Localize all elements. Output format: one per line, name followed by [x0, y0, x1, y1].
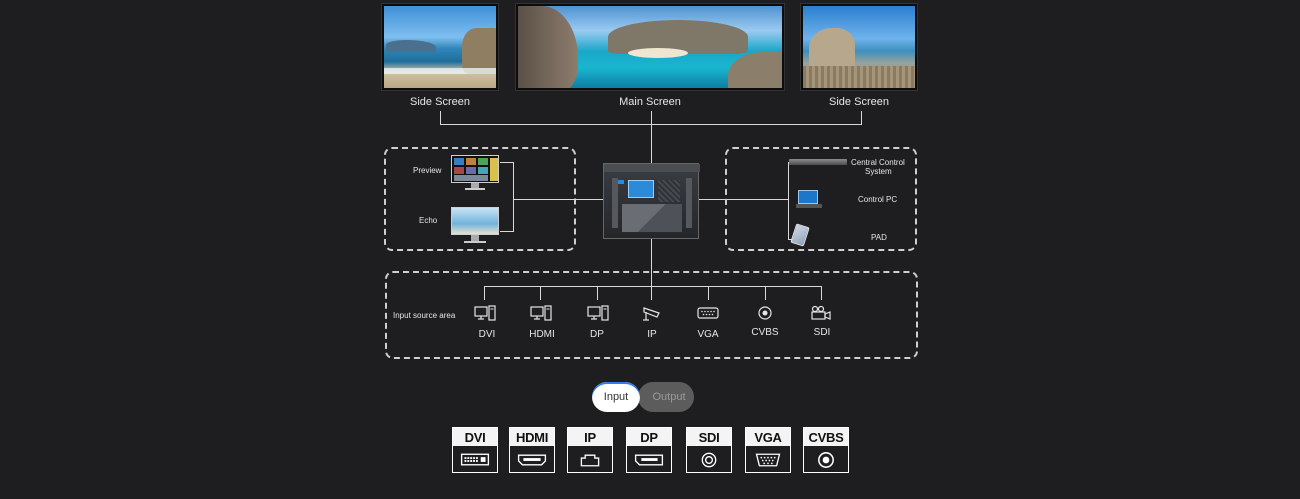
port-card-dp-label: DP: [627, 428, 671, 446]
processor-down-line: [651, 239, 652, 287]
port-card-ip-label: IP: [568, 428, 612, 446]
control-area-box: [725, 147, 917, 251]
side-screen-right-image: [801, 4, 917, 90]
central-control-device-icon: [789, 159, 847, 165]
ip-camera-source-icon: [643, 307, 660, 321]
ip-drop: [651, 286, 652, 300]
ethernet-port-icon: [580, 454, 600, 467]
input-source-area-title: Input source area: [393, 311, 456, 320]
vga-drop: [708, 286, 709, 300]
sdi-camera-source-icon: [811, 305, 831, 320]
port-card-hdmi-label: HDMI: [510, 428, 554, 446]
hdmi-port-icon: [517, 454, 547, 466]
port-card-vga: VGA: [745, 427, 791, 473]
dvi-source-icon: [474, 305, 496, 321]
port-card-dvi-label: DVI: [453, 428, 497, 446]
main-screen-image: [516, 4, 784, 90]
port-card-hdmi: HDMI: [509, 427, 555, 473]
port-card-dp: DP: [626, 427, 672, 473]
cvbs-source-icon: [758, 306, 772, 320]
sdi-port-icon: [701, 452, 717, 468]
control-pc-label: Control PC: [858, 195, 898, 204]
input-source-area-box: [385, 271, 918, 359]
preview-link: [500, 162, 514, 163]
cvbs-port-icon: [818, 452, 834, 468]
cvbs-source-label: CVBS: [751, 327, 779, 338]
port-card-sdi-label: SDI: [687, 428, 731, 446]
port-card-dvi: DVI: [452, 427, 498, 473]
pad-label: PAD: [871, 233, 887, 242]
displayport-port-icon: [634, 454, 664, 466]
echo-monitor-icon: [451, 207, 499, 245]
hdmi-drop: [540, 286, 541, 300]
dp-source-label: DP: [590, 329, 604, 340]
sdi-drop: [821, 286, 822, 300]
screen-bus-left-drop: [440, 111, 441, 125]
port-card-vga-label: VGA: [746, 428, 790, 446]
port-card-ip: IP: [567, 427, 613, 473]
side-screen-left-label: Side Screen: [410, 96, 470, 108]
side-screen-left-image: [382, 4, 498, 90]
vga-source-label: VGA: [697, 329, 719, 340]
dvi-drop: [484, 286, 485, 300]
dvi-port-icon: [460, 453, 490, 466]
port-card-sdi: SDI: [686, 427, 732, 473]
input-tab-button[interactable]: Input: [592, 382, 640, 412]
screen-bus-right-drop: [861, 111, 862, 125]
sdi-source-label: SDI: [813, 327, 831, 338]
ip-source-label: IP: [647, 329, 657, 340]
main-screen-label: Main Screen: [619, 96, 681, 108]
control-bracket: [788, 162, 789, 240]
hdmi-source-icon: [530, 305, 552, 321]
input-bus: [484, 286, 821, 287]
output-tab-button[interactable]: Output: [638, 382, 694, 412]
echo-label: Echo: [419, 216, 438, 225]
dp-source-icon: [587, 305, 609, 321]
port-card-cvbs-label: CVBS: [804, 428, 848, 446]
preview-monitor-icon: [451, 155, 499, 191]
dp-drop: [597, 286, 598, 300]
monitor-bracket: [513, 162, 514, 232]
processor-to-control-line: [699, 199, 789, 200]
port-card-cvbs: CVBS: [803, 427, 849, 473]
cvbs-drop: [765, 286, 766, 300]
central-control-label-line2: System: [865, 167, 892, 176]
dvi-source-label: DVI: [478, 329, 496, 340]
processor-up-line: [651, 111, 652, 163]
monitor-to-processor-line: [513, 199, 603, 200]
central-control-label-line1: Central Control: [851, 158, 905, 167]
vga-port-icon: [755, 453, 781, 467]
control-pc-icon: [796, 190, 822, 210]
hdmi-source-label: HDMI: [529, 329, 555, 340]
vga-source-icon: [697, 307, 719, 319]
preview-label: Preview: [413, 166, 442, 175]
echo-link: [500, 231, 514, 232]
video-processor-device: [603, 163, 700, 239]
side-screen-right-label: Side Screen: [829, 96, 889, 108]
input-output-toggle: Output Input: [592, 382, 694, 412]
